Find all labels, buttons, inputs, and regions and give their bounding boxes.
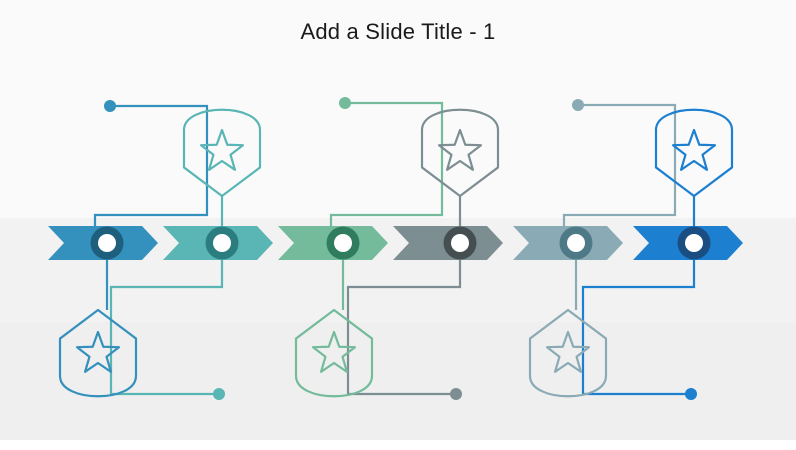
background-band-lower (0, 322, 796, 440)
star-icon (545, 330, 591, 373)
badge-shield-6 (654, 108, 734, 198)
node-center-1 (98, 234, 116, 252)
connector-line-top-5 (562, 103, 677, 231)
star-icon (199, 128, 245, 171)
badge-shield-5 (528, 308, 608, 398)
connector-dot-3 (339, 97, 351, 109)
background-band-bottom (0, 440, 796, 450)
connector-group (93, 101, 696, 396)
node-center-2 (213, 234, 231, 252)
connector-line-top-3 (329, 101, 444, 231)
star-icon (437, 128, 483, 171)
badge-shield-4 (420, 108, 500, 198)
node-center-5 (567, 234, 585, 252)
badge-shield-3 (294, 308, 374, 398)
star-icon (75, 330, 121, 373)
connector-dot-5 (572, 99, 584, 111)
node-center-3 (334, 234, 352, 252)
connector-line-bottom-6 (581, 255, 696, 396)
badge-group (58, 108, 734, 398)
connector-line-bottom-4 (346, 255, 462, 396)
connector-dot-2 (213, 388, 225, 400)
background-band-top (0, 0, 796, 218)
page-title: Add a Slide Title - 1 (300, 19, 496, 44)
dot-group (104, 97, 697, 400)
node-center-6 (685, 234, 703, 252)
node-group (90, 226, 711, 260)
badge-shield-1 (58, 308, 138, 398)
connector-line-top-1 (93, 104, 209, 231)
connector-dot-1 (104, 100, 116, 112)
connector-dot-6 (685, 388, 697, 400)
star-icon (671, 128, 717, 171)
badge-shield-2 (182, 108, 262, 198)
node-center-4 (451, 234, 469, 252)
connector-dot-4 (450, 388, 462, 400)
arrow-group (48, 226, 743, 260)
star-icon (311, 330, 357, 373)
connector-line-bottom-2 (109, 255, 224, 396)
